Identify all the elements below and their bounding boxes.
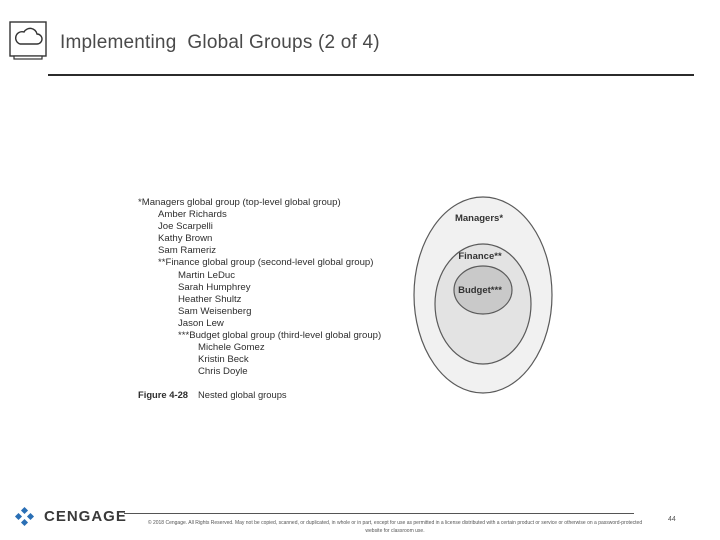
finance-label: Finance** (458, 251, 502, 262)
managers-label: Managers* (455, 213, 503, 224)
group-list-item: Chris Doyle (198, 366, 248, 378)
cengage-logo-icon (14, 506, 35, 527)
group-list-item: Amber Richards (158, 209, 227, 221)
group-list-item: Sarah Humphrey (178, 281, 251, 293)
group-list-item: Joe Scarpelli (158, 221, 213, 233)
budget-ellipse (453, 265, 513, 315)
logo-text: CENGAGE (44, 507, 127, 525)
group-list-item: Michele Gomez (198, 342, 265, 354)
group-list-item: Kristin Beck (198, 354, 249, 366)
group-list-item: Sam Weisenberg (178, 305, 252, 317)
footer-divider (124, 513, 634, 514)
budget-label: Budget*** (458, 285, 502, 296)
group-list-item: Heather Shultz (178, 293, 242, 305)
title-divider (48, 74, 694, 76)
figure-caption: Figure 4-28 Nested global groups (138, 389, 287, 400)
page-number: 44 (668, 516, 676, 523)
group-list-item: **Finance global group (second-level glo… (158, 257, 374, 269)
group-list-item: *Managers global group (top-level global… (138, 197, 341, 208)
cloud-monitor-icon (8, 18, 48, 64)
cengage-logo: CENGAGE (14, 504, 127, 528)
group-list: *Managers global group (top-level global… (138, 197, 381, 378)
group-list-item: Martin LeDuc (178, 269, 236, 281)
group-list-item: ***Budget global group (third-level glob… (178, 330, 382, 342)
slide-title: Implementing Global Groups (2 of 4) (60, 32, 380, 53)
figure-caption-label: Figure 4-28 (138, 389, 189, 400)
group-list-item: Sam Rameriz (158, 245, 217, 257)
copyright-notice: © 2018 Cengage. All Rights Reserved. May… (147, 520, 643, 534)
nested-groups-diagram: Managers* Finance** Budget*** (411, 194, 555, 396)
group-list-item: Kathy Brown (158, 233, 213, 245)
figure-caption-text: Nested global groups (198, 389, 287, 400)
group-list-item: Jason Lew (178, 317, 224, 329)
